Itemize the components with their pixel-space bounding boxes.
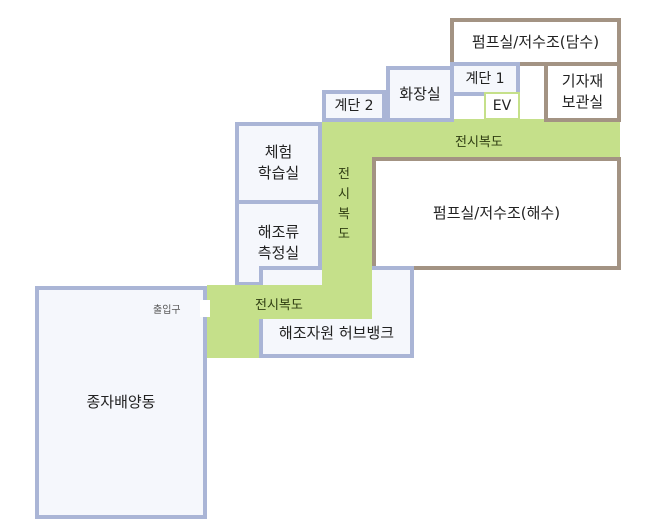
room-restroom[interactable]: 화장실 [386,66,454,122]
room-pump-sea-label: 펌프실/저수조(해수) [432,204,561,222]
entrance-label: 출입구 [153,305,181,316]
room-restroom-label: 화장실 [399,84,441,103]
room-storage-label: 기자재 보관실 [561,72,604,111]
room-experience-label: 체험 학습실 [257,143,300,182]
room-pump-sea[interactable]: 펌프실/저수조(해수) [372,157,621,270]
room-storage[interactable]: 기자재 보관실 [544,62,621,122]
corridor-vertical-char: 복 [338,207,350,222]
corridor-vertical-overlay [322,157,372,287]
room-experience[interactable]: 체험 학습실 [235,122,322,204]
room-algae-label: 해조류 측정실 [257,223,300,262]
corridor-bottom-overlay [207,285,372,319]
room-hub-bank-label: 해조자원 허브뱅크 [278,324,395,342]
room-seed-culture[interactable]: 종자배양동 [35,286,207,519]
corridor-vertical-label: 전 시 복 도 [338,165,350,245]
room-seed-culture-label: 종자배양동 [86,393,156,411]
room-pump-fresh-label: 펌프실/저수조(담수) [471,32,600,51]
room-stairs2-label: 계단 2 [334,97,374,114]
room-pump-fresh[interactable]: 펌프실/저수조(담수) [450,18,621,66]
room-ev[interactable]: EV [484,92,520,120]
corridor-vertical-char: 전 [338,167,350,182]
entrance-gap [200,300,210,317]
room-stairs1-label: 계단 1 [465,70,505,87]
room-ev-label: EV [492,97,512,114]
corridor-vertical-char: 시 [338,187,350,202]
corridor-top-label: 전시복도 [455,135,503,150]
room-stairs2[interactable]: 계단 2 [322,90,386,122]
corridor-vertical-char: 도 [338,227,350,242]
corridor-bottom-label: 전시복도 [255,298,303,313]
room-stairs1[interactable]: 계단 1 [450,62,520,96]
